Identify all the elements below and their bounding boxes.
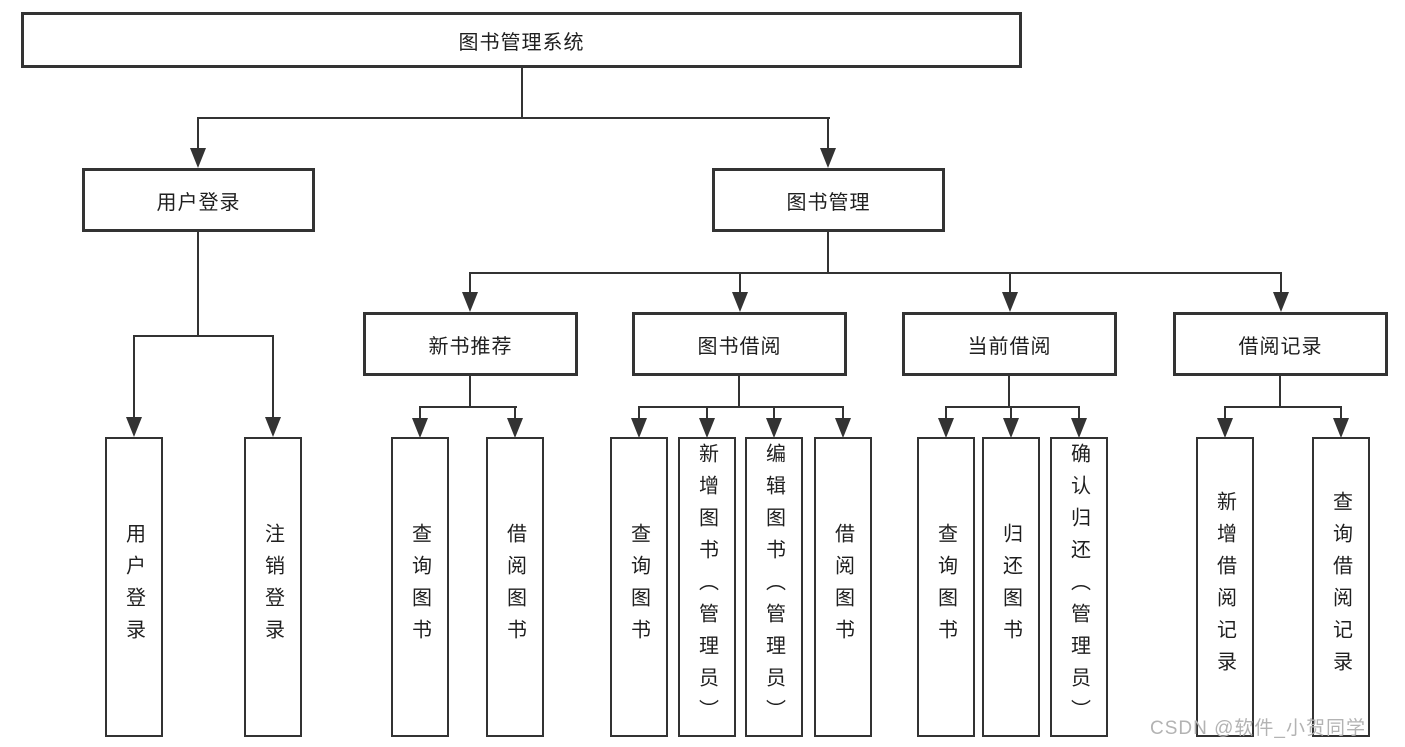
arrow-down-icon — [462, 292, 478, 312]
connector-line — [773, 406, 775, 420]
connector-line — [197, 232, 199, 337]
arrow-down-icon — [820, 148, 836, 168]
connector-line — [272, 335, 274, 419]
arrow-down-icon — [938, 418, 954, 438]
node-add-borrowing-record: 新增借阅记录 — [1196, 437, 1254, 737]
node-return-books: 归还图书 — [982, 437, 1040, 737]
node-query-books-2: 查询图书 — [610, 437, 668, 737]
connector-line — [945, 406, 947, 420]
node-query-borrowing-record: 查询借阅记录 — [1312, 437, 1370, 737]
arrow-down-icon — [126, 417, 142, 437]
csdn-watermark: CSDN @软件_小贺同学 — [1150, 718, 1366, 739]
node-user-login-action: 用户登录 — [105, 437, 163, 737]
connector-line — [1008, 376, 1010, 407]
node-root-library-system: 图书管理系统 — [21, 12, 1022, 68]
arrow-down-icon — [1273, 292, 1289, 312]
connector-line — [469, 272, 1282, 274]
arrow-down-icon — [1002, 292, 1018, 312]
node-query-books-1: 查询图书 — [391, 437, 449, 737]
node-new-book-recommendation: 新书推荐 — [363, 312, 578, 376]
connector-line — [133, 335, 135, 419]
connector-line — [1010, 406, 1012, 420]
node-confirm-return-admin: 确认归还（管理员） — [1050, 437, 1108, 737]
node-edit-books-admin: 编辑图书（管理员） — [745, 437, 803, 737]
connector-line — [1280, 272, 1282, 294]
node-current-borrowing: 当前借阅 — [902, 312, 1117, 376]
connector-line — [419, 406, 517, 408]
arrow-down-icon — [1333, 418, 1349, 438]
arrow-down-icon — [699, 418, 715, 438]
arrow-down-icon — [190, 148, 206, 168]
arrow-down-icon — [835, 418, 851, 438]
connector-line — [1224, 406, 1226, 420]
arrow-down-icon — [265, 417, 281, 437]
node-borrow-books-1: 借阅图书 — [486, 437, 544, 737]
connector-line — [638, 406, 844, 408]
connector-line — [842, 406, 844, 420]
connector-line — [827, 232, 829, 274]
connector-line — [197, 117, 830, 119]
connector-line — [738, 376, 740, 407]
connector-line — [514, 406, 516, 420]
arrow-down-icon — [412, 418, 428, 438]
node-query-books-3: 查询图书 — [917, 437, 975, 737]
node-borrow-books-2: 借阅图书 — [814, 437, 872, 737]
arrow-down-icon — [507, 418, 523, 438]
node-book-management: 图书管理 — [712, 168, 945, 232]
connector-line — [1078, 406, 1080, 420]
connector-line — [1009, 272, 1011, 294]
node-logout: 注销登录 — [244, 437, 302, 737]
arrow-down-icon — [732, 292, 748, 312]
connector-line — [638, 406, 640, 420]
connector-line — [133, 335, 274, 337]
node-borrowing-records: 借阅记录 — [1173, 312, 1388, 376]
connector-line — [521, 68, 523, 118]
node-add-books-admin: 新增图书（管理员） — [678, 437, 736, 737]
connector-line — [1279, 376, 1281, 407]
connector-line — [1340, 406, 1342, 420]
connector-line — [1224, 406, 1342, 408]
connector-line — [827, 117, 829, 150]
connector-line — [469, 272, 471, 294]
connector-line — [469, 376, 471, 407]
arrow-down-icon — [1071, 418, 1087, 438]
arrow-down-icon — [1003, 418, 1019, 438]
arrow-down-icon — [631, 418, 647, 438]
connector-line — [739, 272, 741, 294]
connector-line — [945, 406, 1080, 408]
node-book-borrowing: 图书借阅 — [632, 312, 847, 376]
connector-line — [419, 406, 421, 420]
arrow-down-icon — [766, 418, 782, 438]
connector-line — [197, 117, 199, 150]
node-user-login: 用户登录 — [82, 168, 315, 232]
arrow-down-icon — [1217, 418, 1233, 438]
connector-line — [706, 406, 708, 420]
